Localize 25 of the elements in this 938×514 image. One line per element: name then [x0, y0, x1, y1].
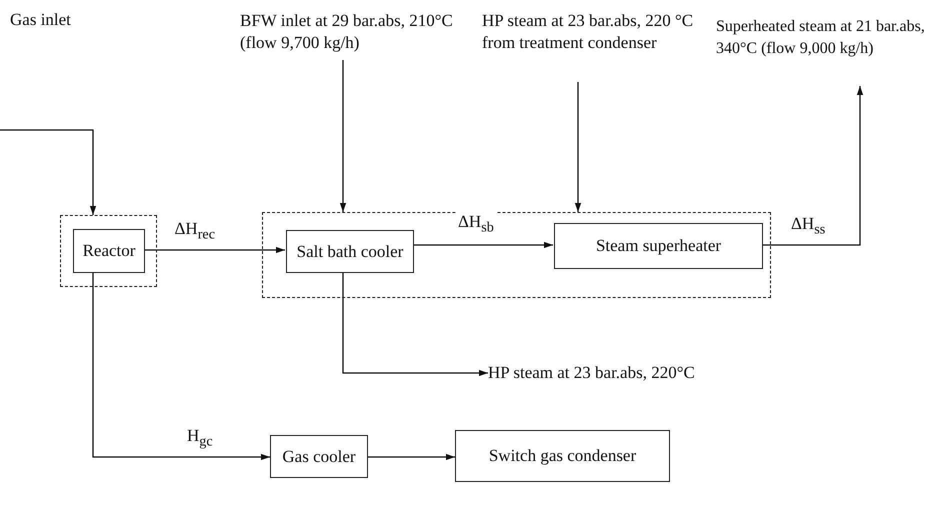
process-box	[554, 223, 763, 269]
arrow	[92, 272, 270, 460]
process-label: Steam superheater	[596, 235, 722, 257]
stream-label: HP steam at 23 bar.abs, 220 °C from treatment condenser	[482, 10, 694, 54]
arrow	[0, 129, 96, 215]
stream-label: HP steam at 23 bar.abs, 220°C	[488, 362, 696, 384]
arrow	[342, 272, 488, 376]
process-label: Switch gas condenser	[488, 445, 636, 467]
group-boundary	[262, 212, 771, 298]
arrow	[413, 242, 553, 248]
arrow	[574, 82, 582, 212]
group-boundary	[60, 215, 157, 287]
arrow	[762, 86, 864, 246]
stream-label: Superheated steam at 21 bar.abs, 340°C (flow 9,000 kg/h)	[716, 17, 926, 59]
arrow	[368, 454, 455, 460]
process-box	[270, 435, 368, 478]
process-box	[455, 430, 670, 482]
arrow	[144, 246, 285, 254]
process-box	[73, 229, 145, 273]
process-label: Gas cooler	[282, 446, 356, 468]
process-label: Salt bath cooler	[296, 240, 404, 262]
stream-label: BFW inlet at 29 bar.abs, 210°C (flow 9,700 kg/h)	[240, 10, 454, 54]
arrow	[340, 60, 346, 212]
process-label: Reactor	[82, 240, 136, 262]
process-box	[286, 230, 414, 273]
